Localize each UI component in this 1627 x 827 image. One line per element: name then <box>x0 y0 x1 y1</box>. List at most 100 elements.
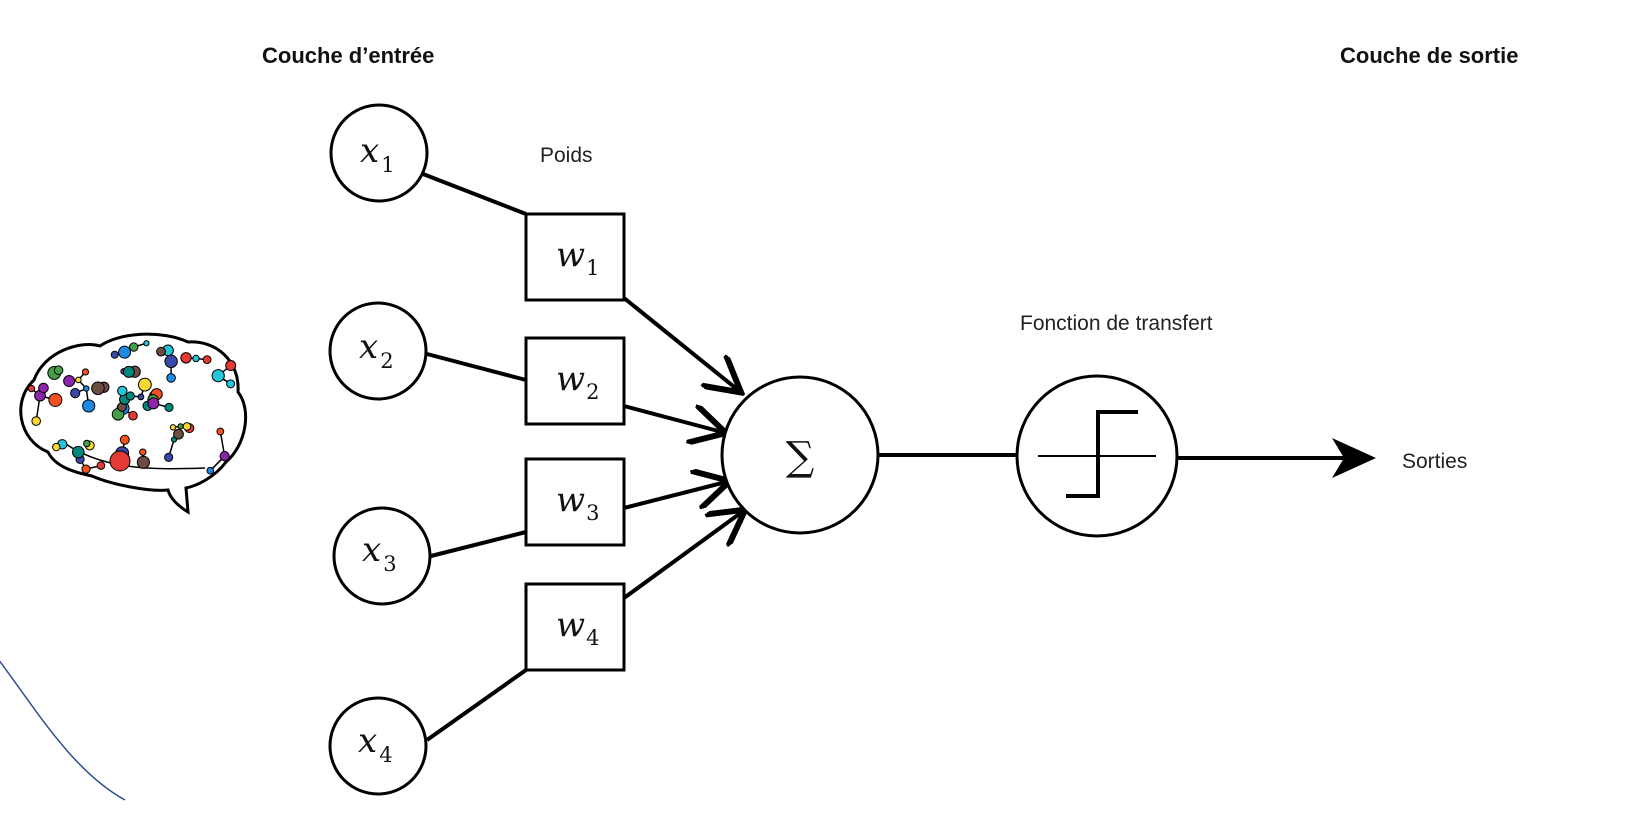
brain-node <box>117 385 128 397</box>
brain-node <box>164 354 178 369</box>
input-node-x4: x4 <box>328 696 428 796</box>
brain-network-icon <box>19 332 248 515</box>
brain-node <box>31 416 41 426</box>
brain-node <box>96 461 106 470</box>
brain-node <box>83 439 91 448</box>
brain-node <box>128 410 138 421</box>
input-node-x3: x3 <box>332 506 432 606</box>
brain-node <box>164 452 174 462</box>
svg-text:x2: x2 <box>359 327 394 373</box>
brain-node <box>83 385 90 392</box>
weight-symbol: w <box>556 359 585 399</box>
input-symbol: x <box>358 721 377 761</box>
brain-node <box>82 399 96 413</box>
input-index: 1 <box>381 153 394 177</box>
input-symbol: x <box>359 327 378 367</box>
edge-w1-sum <box>622 296 738 390</box>
brain-node <box>91 381 105 396</box>
input-index: 4 <box>379 743 392 767</box>
brain-node <box>125 391 135 401</box>
edge-w4-sum <box>622 512 742 600</box>
brain-node <box>75 376 82 384</box>
brain-node <box>70 388 81 399</box>
brain-node <box>147 397 160 410</box>
brain-node <box>52 442 61 452</box>
output-layer-title: Couche de sortie <box>1340 43 1518 68</box>
summation-node: ∑ <box>720 375 880 535</box>
brain-node <box>63 375 76 388</box>
input-symbol: x <box>362 530 381 570</box>
brain-node <box>202 355 212 365</box>
input-symbol: x <box>360 131 379 171</box>
weight-index: 2 <box>586 380 599 404</box>
weight-symbol: w <box>556 235 585 275</box>
weight-box-w3: w3 <box>524 457 626 547</box>
input-index: 2 <box>380 349 393 373</box>
brain-node <box>164 402 174 412</box>
weight-box-w2: w2 <box>524 336 626 426</box>
input-layer-title: Couche d’entrée <box>262 43 434 68</box>
brain-node <box>211 369 225 383</box>
brain-node <box>71 445 85 459</box>
brain-node <box>110 350 119 359</box>
transfer-function-label: Fonction de transfert <box>1020 312 1213 335</box>
weight-box-w4: w4 <box>524 582 626 672</box>
svg-text:w4: w4 <box>556 605 599 650</box>
brain-node <box>169 424 177 431</box>
brain-node <box>81 464 91 474</box>
edge-x3-w3 <box>430 530 527 558</box>
brain-node <box>137 393 145 401</box>
brain-node <box>156 346 166 357</box>
weight-index: 1 <box>586 256 599 280</box>
weights-label: Poids <box>540 144 593 167</box>
brain-node <box>177 423 184 430</box>
weight-symbol: w <box>556 605 585 645</box>
input-node-x2: x2 <box>328 301 428 401</box>
svg-text:w3: w3 <box>556 480 599 525</box>
svg-text:w2: w2 <box>556 359 599 404</box>
brain-node <box>53 365 64 376</box>
edge-w2-sum <box>623 404 722 432</box>
outputs-label: Sorties <box>1402 450 1467 473</box>
svg-text:w1: w1 <box>556 235 599 280</box>
brain-node <box>38 382 49 394</box>
svg-text:x4: x4 <box>358 721 393 767</box>
edge-w3-sum <box>623 482 726 510</box>
edge-x2-w2 <box>426 352 527 382</box>
input-index: 3 <box>383 552 396 576</box>
summation-icon: ∑ <box>786 434 815 480</box>
step-function-icon <box>1038 410 1156 498</box>
brain-node <box>206 466 215 475</box>
brain-node <box>139 448 147 456</box>
brain-node <box>192 354 200 363</box>
brain-node <box>225 360 237 372</box>
svg-text:x1: x1 <box>360 131 395 177</box>
input-node-x1: x1 <box>329 103 429 203</box>
brain-node <box>166 373 176 383</box>
edge-x4-w4 <box>425 668 528 742</box>
brain-node <box>143 340 150 347</box>
edge-x1-w1 <box>422 172 527 216</box>
brain-node <box>136 455 150 469</box>
brain-node <box>219 451 230 462</box>
brain-node <box>81 368 90 376</box>
decorative-arc <box>0 660 126 801</box>
svg-text:x3: x3 <box>362 530 397 576</box>
weight-box-w1: w1 <box>524 212 626 302</box>
brain-node <box>216 427 225 436</box>
weight-index: 4 <box>586 626 599 650</box>
weight-index: 3 <box>586 501 599 525</box>
brain-node <box>122 365 135 378</box>
brain-node <box>180 352 192 364</box>
brain-node <box>27 384 36 393</box>
brain-node <box>119 434 130 445</box>
brain-node <box>118 345 132 359</box>
brain-node <box>109 450 131 472</box>
weight-symbol: w <box>556 480 585 520</box>
brain-node <box>226 379 236 389</box>
brain-node <box>173 428 184 440</box>
brain-node <box>137 377 152 392</box>
brain-node <box>182 422 192 431</box>
